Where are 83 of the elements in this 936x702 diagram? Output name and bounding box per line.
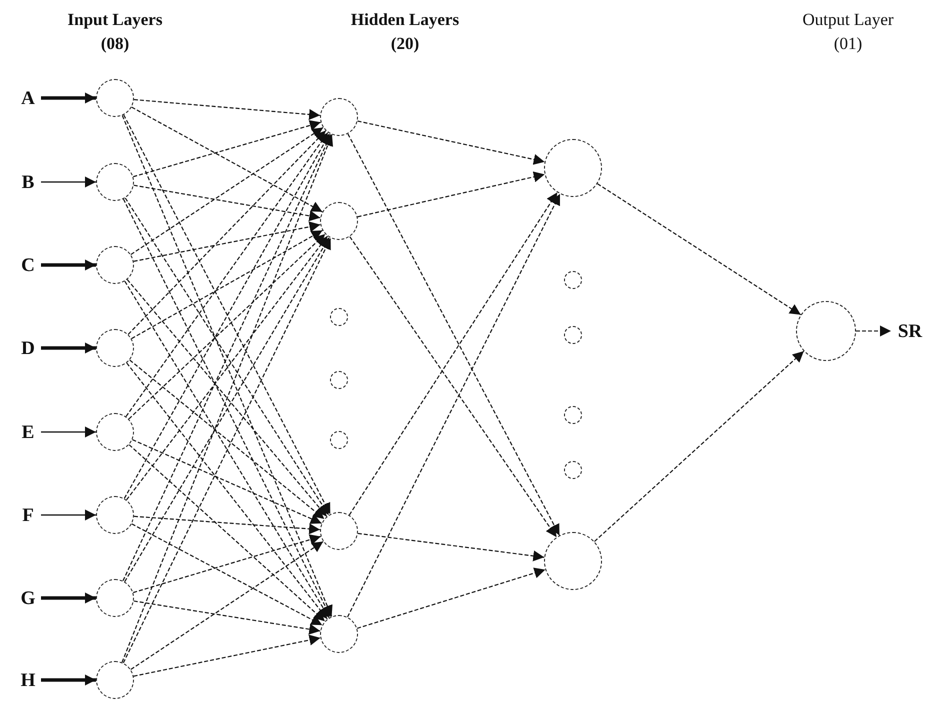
input-label: B	[17, 171, 39, 193]
arrow	[126, 279, 328, 517]
neuron-circle	[96, 413, 134, 451]
arrow	[126, 362, 328, 620]
arrow	[356, 568, 546, 629]
arrow	[128, 130, 326, 335]
layer-heading: Hidden Layers	[350, 10, 460, 30]
neuron-circle	[96, 163, 134, 201]
arrow	[41, 510, 96, 520]
arrow	[133, 534, 321, 594]
neuron-circle	[564, 461, 582, 479]
arrow	[129, 360, 325, 520]
arrow	[134, 184, 320, 222]
input-label: D	[17, 337, 39, 359]
arrow	[597, 183, 802, 316]
arrow	[128, 234, 326, 420]
neuron-circle	[320, 615, 358, 653]
arrow	[132, 523, 322, 626]
neuron-circle	[330, 431, 348, 449]
neuron-circle	[320, 202, 358, 240]
input-label: E	[17, 421, 39, 443]
arrow	[132, 439, 322, 524]
neuron-circle	[330, 308, 348, 326]
layer-count: (01)	[834, 34, 862, 54]
input-label: H	[17, 669, 39, 691]
arrow	[134, 99, 320, 120]
neuron-circle	[96, 329, 134, 367]
neuron-circle	[96, 661, 134, 699]
arrow	[349, 236, 558, 538]
arrow	[134, 516, 320, 534]
neuron-circle	[564, 271, 582, 289]
neuron-circle	[564, 326, 582, 344]
arrow	[41, 592, 96, 604]
neuron-circle	[96, 246, 134, 284]
input-label: G	[17, 587, 39, 609]
arrow	[357, 171, 545, 218]
arrow	[133, 120, 321, 178]
neuron-circle	[796, 301, 856, 361]
arrow	[134, 221, 320, 262]
arrow	[124, 280, 330, 618]
neuron-circle	[96, 579, 134, 617]
arrow	[594, 350, 804, 542]
input-label: F	[17, 504, 39, 526]
arrow	[131, 106, 323, 212]
arrow	[41, 342, 96, 354]
layer-count: (08)	[100, 34, 130, 54]
arrow	[124, 237, 330, 582]
arrow	[126, 236, 328, 500]
input-label: A	[17, 87, 39, 109]
arrow	[126, 132, 328, 417]
neuron-circle	[564, 406, 582, 424]
arrow	[128, 444, 326, 622]
input-label: C	[17, 254, 39, 276]
arrow	[122, 238, 332, 664]
arrow	[358, 532, 544, 562]
arrow	[131, 230, 323, 340]
arrow	[130, 541, 324, 670]
arrow	[41, 176, 96, 188]
neuron-circle	[544, 532, 602, 590]
arrow	[134, 634, 320, 677]
arrow	[347, 194, 560, 618]
neuron-circle	[544, 139, 602, 197]
output-label: SR	[893, 319, 927, 343]
neuron-circle	[96, 79, 134, 117]
neuron-circle	[320, 512, 358, 550]
layer-heading: Input Layers	[68, 10, 162, 30]
layer-count: (20)	[390, 34, 420, 54]
arrow	[41, 426, 96, 438]
neuron-circle	[96, 496, 134, 534]
arrow	[130, 127, 324, 255]
arrow	[134, 600, 320, 635]
neuron-circle	[320, 98, 358, 136]
arrow	[856, 326, 891, 336]
arrow	[348, 192, 558, 516]
arrow	[357, 120, 545, 165]
arrow	[41, 674, 96, 686]
layer-heading: Output Layer	[802, 10, 894, 30]
neuron-circle	[330, 371, 348, 389]
arrow	[41, 92, 96, 104]
arrow	[347, 134, 560, 536]
arrow	[124, 198, 330, 516]
arrow	[41, 260, 96, 270]
arrow	[122, 198, 332, 618]
